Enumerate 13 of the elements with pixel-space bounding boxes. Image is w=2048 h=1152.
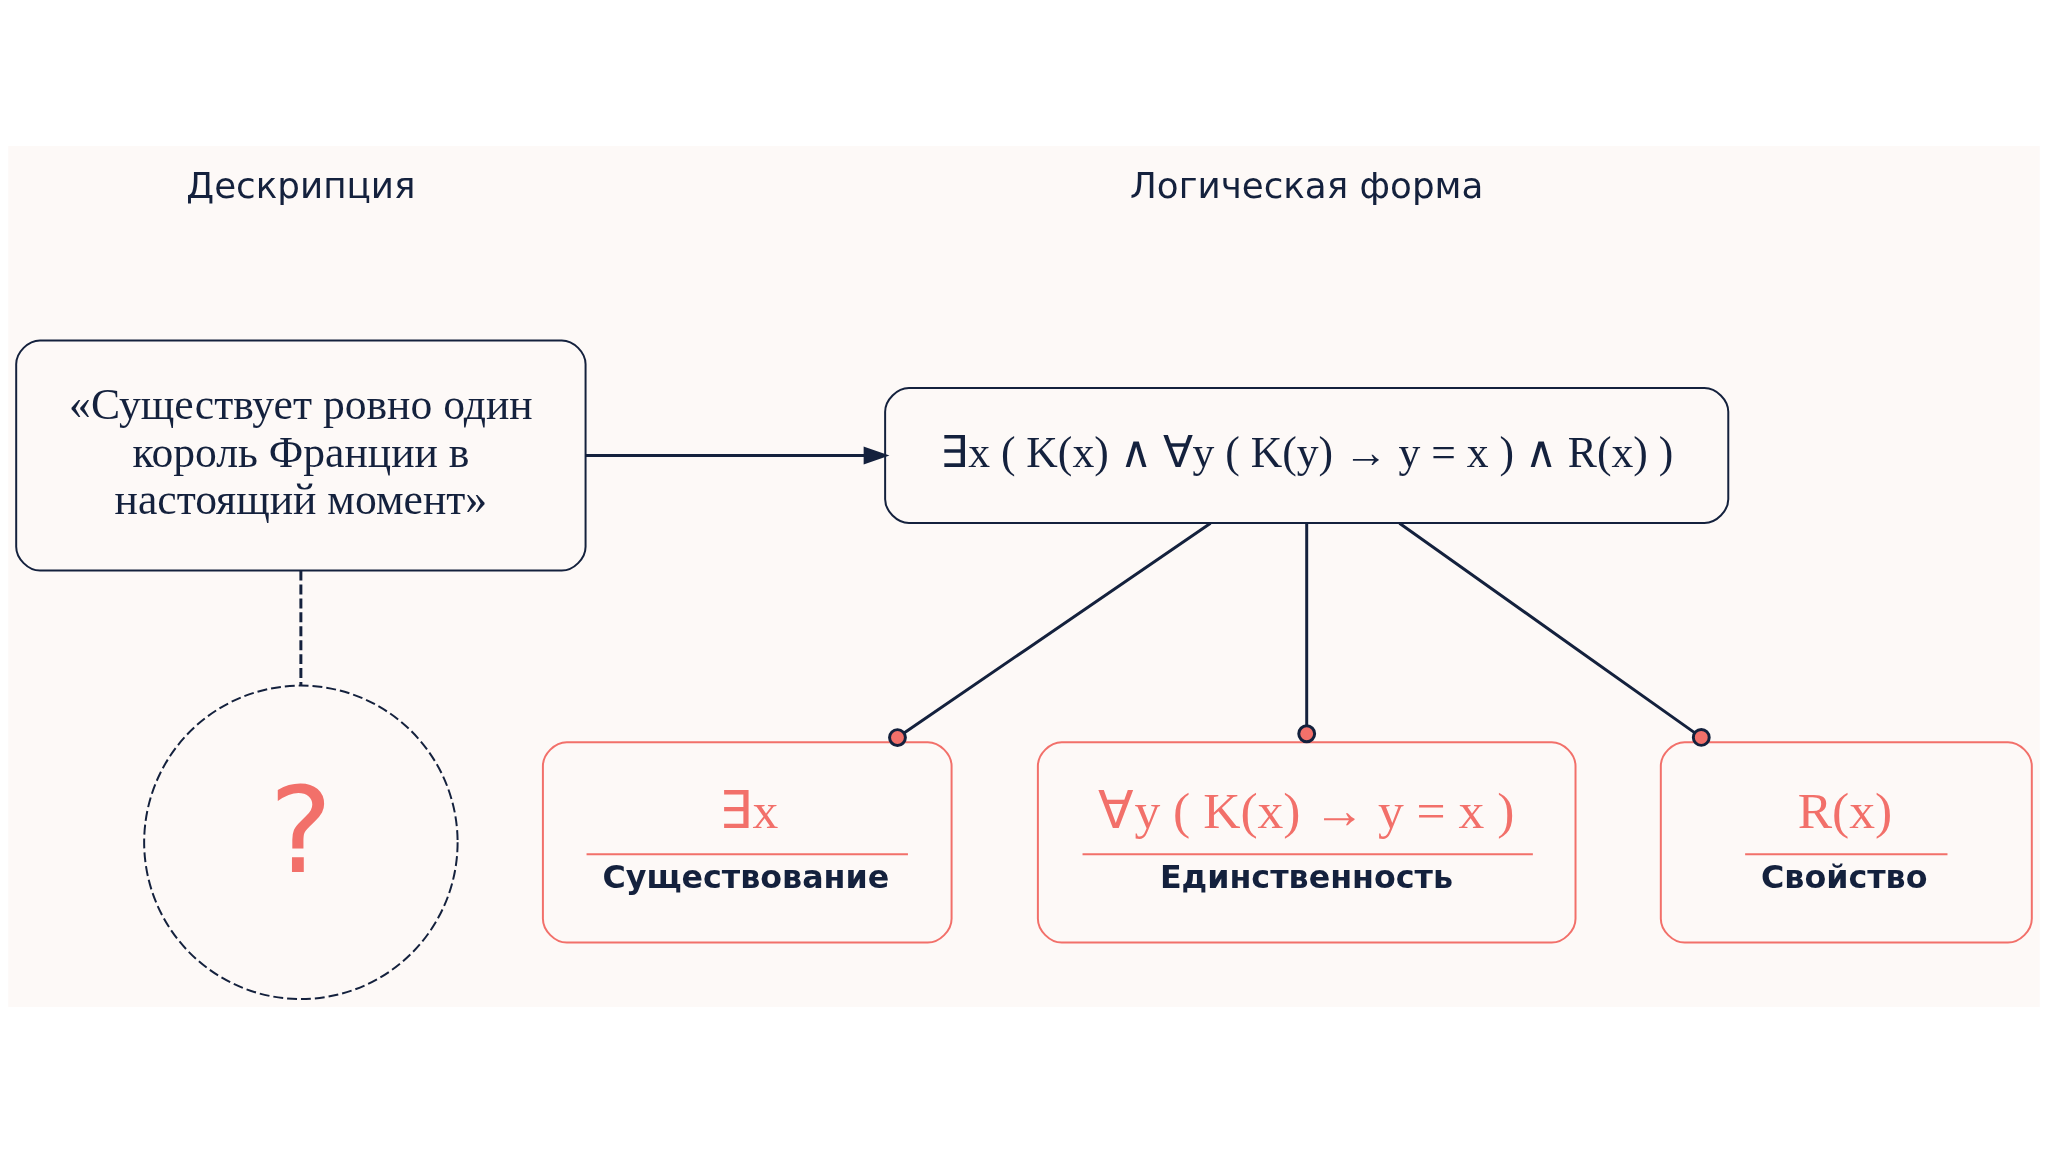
label: Логическая форма (1130, 164, 1484, 206)
node-box: ∃x ( K(x) ∧ ∀y ( K(y) → y = x ) ∧ R(x) ) (884, 386, 1730, 524)
connector (1398, 521, 1711, 747)
node-box: ∃x Существование (541, 740, 953, 943)
node-circle: ? (143, 684, 459, 1000)
connector (299, 570, 303, 685)
connector (1297, 522, 1317, 743)
arrow (585, 445, 890, 465)
node-box: «Существует ровно один король Франции в настоящий момент» (15, 338, 587, 572)
node-box: ∀y ( K(x) → y = x ) Единственность (1036, 740, 1577, 943)
label: Дескрипция (186, 164, 416, 206)
connector (888, 521, 1212, 747)
node-box: R(x) Свойство (1659, 740, 2033, 943)
